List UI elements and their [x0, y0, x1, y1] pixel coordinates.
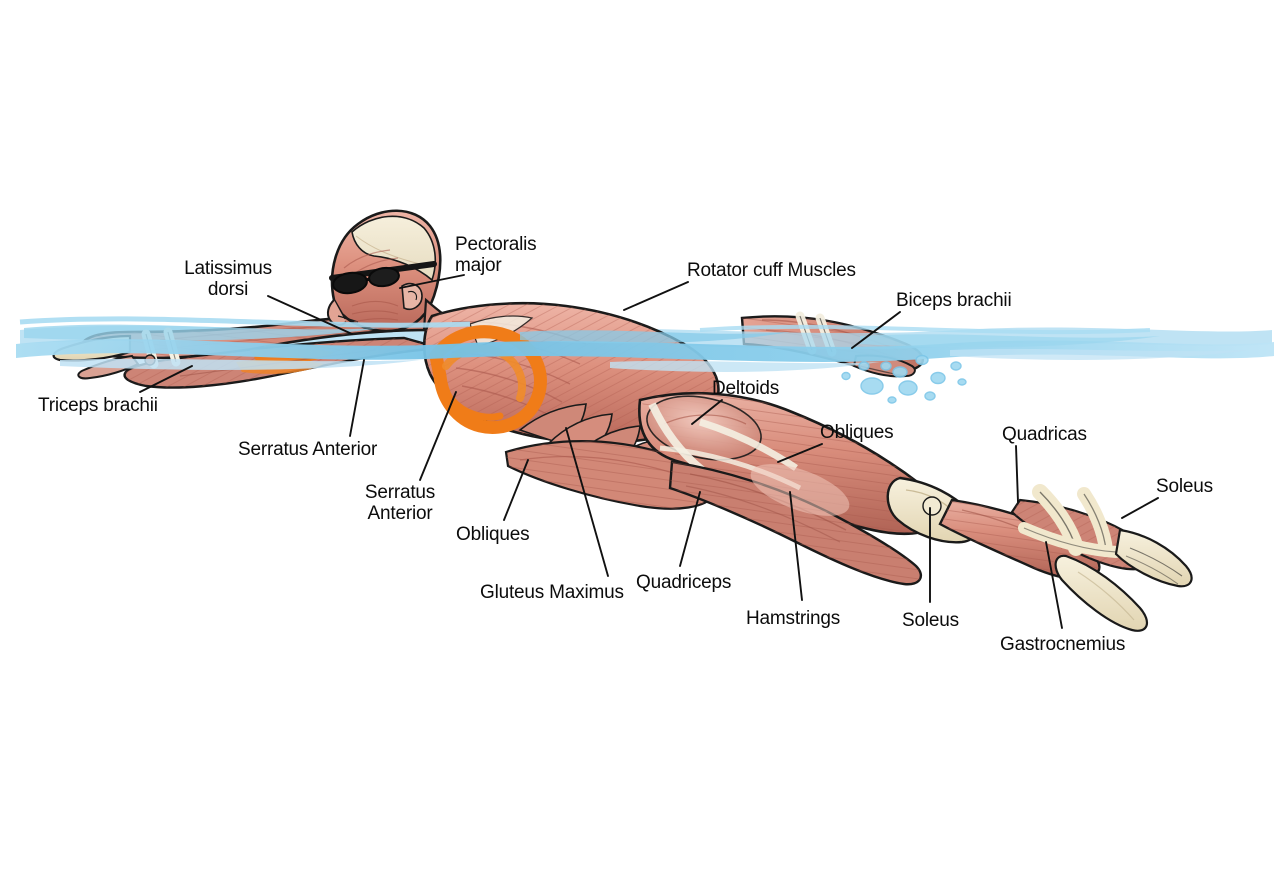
- label-deltoids: Deltoids: [712, 378, 780, 399]
- label-pectoralis-major: Pectoralis major: [455, 234, 537, 276]
- label-serratus-anterior-1: Serratus Anterior: [238, 439, 378, 460]
- leader-pectoralis-major: [399, 274, 465, 289]
- label-soleus-lower: Soleus: [902, 610, 959, 631]
- leader-hamstrings: [789, 491, 803, 601]
- label-quadriceps: Quadriceps: [636, 572, 732, 593]
- label-rotator-cuff-muscles: Rotator cuff Muscles: [687, 260, 856, 281]
- leader-obliques-left: [503, 459, 529, 521]
- label-serratus-anterior-2: Serratus Anterior: [364, 482, 436, 524]
- label-soleus-upper: Soleus: [1156, 476, 1213, 497]
- label-obliques-right: Obliques: [820, 422, 894, 443]
- label-biceps-brachii: Biceps brachii: [896, 290, 1012, 311]
- label-latissimus-dorsi: Latissimus dorsi: [184, 258, 272, 300]
- label-gastrocnemius: Gastrocnemius: [1000, 634, 1126, 655]
- head-group: [326, 209, 471, 336]
- leader-lines: [139, 274, 1159, 629]
- label-quadricas: Quadricas: [1002, 424, 1087, 445]
- label-hamstrings: Hamstrings: [746, 608, 841, 629]
- bubbles-group: [841, 354, 967, 404]
- label-triceps-brachii: Triceps brachii: [38, 395, 158, 416]
- leader-biceps-brachii: [851, 311, 901, 349]
- leader-quadriceps: [679, 491, 701, 567]
- leader-quadricas: [1015, 445, 1019, 503]
- leader-obliques-right: [777, 443, 823, 463]
- label-gluteus-maximus: Gluteus Maximus: [480, 582, 624, 603]
- leader-serratus-anterior-2: [419, 391, 457, 481]
- water-surface-line: [16, 316, 1274, 372]
- label-obliques-left: Obliques: [456, 524, 530, 545]
- leader-serratus-anterior-1: [349, 359, 365, 437]
- leader-gluteus-maximus: [565, 427, 609, 577]
- leader-deltoids: [691, 399, 723, 425]
- leader-latissimus-dorsi: [267, 295, 353, 335]
- leader-rotator-cuff: [623, 281, 689, 311]
- leader-gastrocnemius: [1045, 541, 1063, 629]
- ankle-feet-group: [1018, 484, 1193, 632]
- leader-triceps-brachii: [139, 365, 193, 393]
- leader-soleus-upper: [1121, 497, 1159, 519]
